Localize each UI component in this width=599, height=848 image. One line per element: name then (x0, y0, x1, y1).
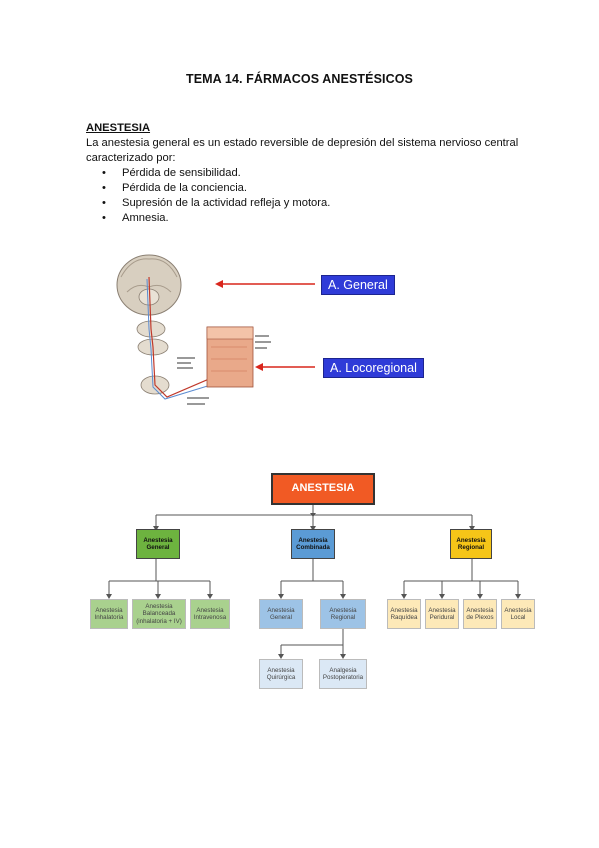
node-postoperatoria: Analgesia Postoperatoria (319, 659, 367, 689)
anatomy-figure: A. General A. Locoregional (87, 237, 439, 433)
arrows-layer (215, 280, 315, 371)
node-raquidea: Anestesia Raquídea (387, 599, 421, 629)
bullet-list: Pérdida de sensibilidad. Pérdida de la c… (86, 166, 526, 226)
bullet-item: Supresión de la actividad refleja y moto… (102, 196, 526, 211)
node-combinada-regional: Anestesia Regional (320, 599, 366, 629)
node-anestesia-regional: Anestesia Regional (450, 529, 492, 559)
node-quirurgica: Anestesia Quirúrgica (259, 659, 303, 689)
node-intravenosa: Anestesia Intravenosa (190, 599, 230, 629)
anestesia-section: ANESTESIA La anestesia general es un est… (86, 121, 526, 226)
diagram-root: ANESTESIA (271, 473, 375, 505)
node-anestesia-general: Anestesia General (136, 529, 180, 559)
node-combinada-general: Anestesia General (259, 599, 303, 629)
bullet-item: Pérdida de la conciencia. (102, 181, 526, 196)
node-balanceada: Anestesia Balanceada (inhalatoria + IV) (132, 599, 186, 629)
arrow-locoregional-head (255, 363, 263, 371)
node-peridural: Anestesia Peridural (425, 599, 459, 629)
section-heading: ANESTESIA (86, 122, 151, 134)
node-inhalatoria: Anestesia Inhalatoria (90, 599, 128, 629)
label-general: A. General (321, 275, 395, 295)
page-title: TEMA 14. FÁRMACOS ANESTÉSICOS (186, 72, 413, 86)
nervous-system-illustration (116, 254, 271, 405)
bullet-item: Pérdida de sensibilidad. (102, 166, 526, 181)
section-paragraph: La anestesia general es un estado revers… (86, 137, 519, 164)
node-local: Anestesia Local (501, 599, 535, 629)
bullet-item: Amnesia. (102, 211, 526, 226)
arrow-general-head (215, 280, 223, 288)
node-anestesia-combinada: Anestesia Combinada (291, 529, 335, 559)
label-locoregional: A. Locoregional (323, 358, 424, 378)
node-plexos: Anestesia de Plexos (463, 599, 497, 629)
anestesia-diagram: ANESTESIA Anestesia General Anestesia Co… (84, 463, 550, 695)
diagram-connectors (106, 505, 521, 659)
